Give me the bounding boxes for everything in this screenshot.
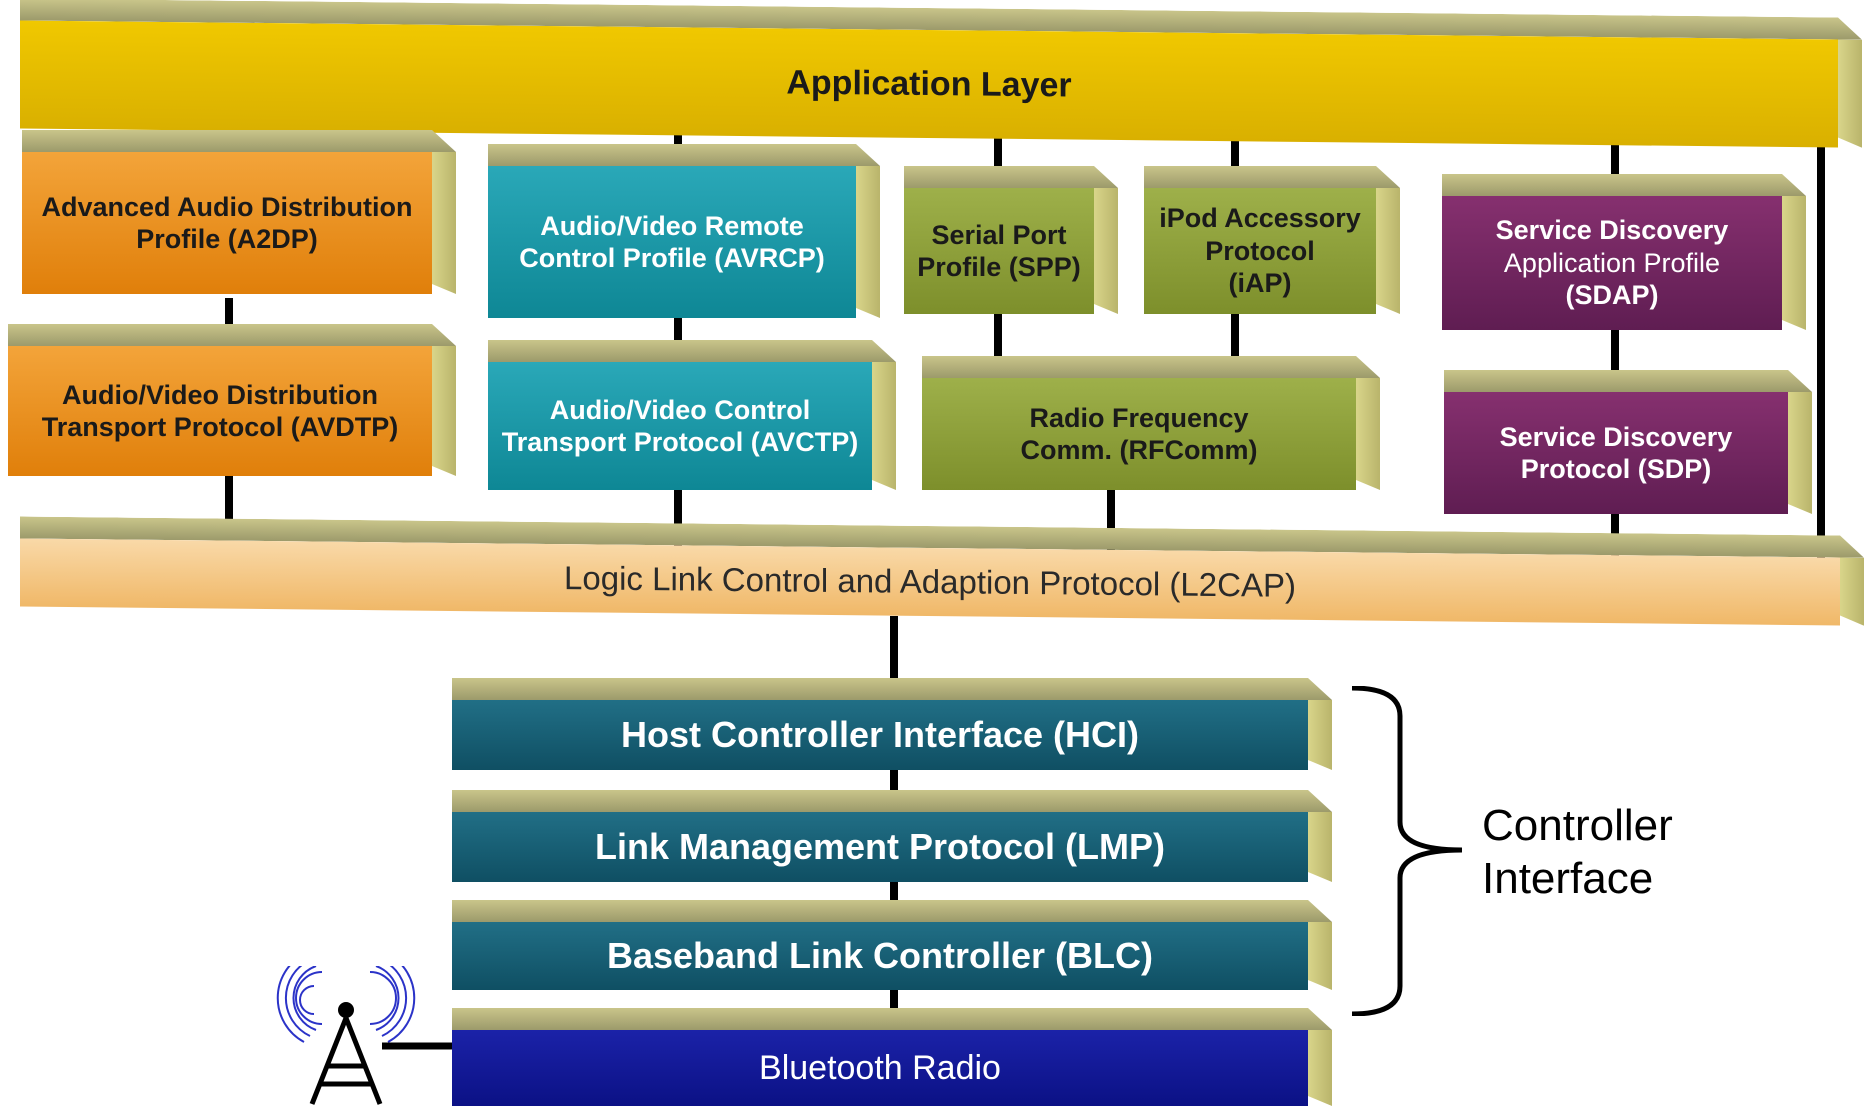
brace-icon: [1351, 686, 1463, 1016]
spp-block: Serial Port Profile (SPP): [904, 188, 1094, 314]
connector: [1817, 138, 1825, 580]
connector: [1611, 330, 1619, 382]
avdtp-label: Audio/Video Distribution: [62, 379, 378, 410]
connector: [994, 122, 1002, 180]
sdp-label: Service Discovery: [1499, 421, 1733, 452]
bluetooth-radio-label: Bluetooth Radio: [759, 1048, 1001, 1087]
connector: [1611, 136, 1619, 188]
sdap-label: Service Discovery: [1495, 215, 1729, 246]
avctp-label: Transport Protocol (AVCTP): [501, 427, 859, 457]
avrcp-label: Control Profile (AVRCP): [519, 243, 825, 273]
controller-interface-label: Controller Interface: [1482, 800, 1673, 906]
controller-interface-line: Controller: [1482, 801, 1673, 850]
connector: [1231, 122, 1239, 180]
a2dp-block: Advanced Audio Distribution Profile (A2D…: [22, 152, 432, 294]
iap-label: iPod Accessory: [1159, 203, 1361, 234]
connector: [225, 476, 233, 534]
connector: [225, 298, 233, 346]
lmp-label: Link Management Protocol (LMP): [594, 826, 1166, 868]
application-layer-label: Application Layer: [786, 63, 1072, 105]
connector: [1107, 490, 1115, 550]
antenna-icon: [276, 966, 452, 1105]
connector: [1231, 314, 1239, 372]
rfcomm-label: Radio Frequency: [1029, 402, 1249, 433]
sdap-block: Service Discovery Application Profile (S…: [1442, 196, 1782, 330]
iap-label: Protocol: [1205, 235, 1315, 266]
rfcomm-label: Comm. (RFComm): [1020, 435, 1258, 465]
avctp-label: Audio/Video Control: [549, 394, 811, 425]
iap-label: (iAP): [1228, 268, 1292, 299]
iap-block: iPod Accessory Protocol (iAP): [1144, 188, 1376, 314]
blc-label: Baseband Link Controller (BLC): [606, 935, 1154, 977]
rfcomm-block: Radio Frequency Comm. (RFComm): [922, 378, 1356, 490]
spp-label: Profile (SPP): [917, 252, 1081, 282]
sdp-label: Protocol (SDP): [1520, 454, 1712, 484]
connector: [674, 490, 682, 548]
blc-block: Baseband Link Controller (BLC): [452, 922, 1308, 990]
avrcp-block: Audio/Video Remote Control Profile (AVRC…: [488, 166, 856, 318]
avctp-block: Audio/Video Control Transport Protocol (…: [488, 362, 872, 490]
hci-block: Host Controller Interface (HCI): [452, 700, 1308, 770]
spp-label: Serial Port: [931, 219, 1067, 250]
bluetooth-radio-block: Bluetooth Radio: [452, 1030, 1308, 1106]
a2dp-label: Advanced Audio Distribution: [41, 191, 413, 222]
connector: [890, 990, 898, 1018]
connector: [890, 770, 898, 802]
l2cap-bar: Logic Link Control and Adaption Protocol…: [20, 538, 1840, 626]
a2dp-label: Profile (A2DP): [136, 224, 318, 254]
controller-interface-line: Interface: [1482, 853, 1654, 903]
sdap-label: Application Profile: [1503, 247, 1721, 278]
sdap-label: (SDAP): [1565, 280, 1659, 311]
connector: [890, 882, 898, 912]
avrcp-label: Audio/Video Remote: [540, 210, 804, 241]
connector: [994, 314, 1002, 358]
connector: [890, 616, 898, 690]
hci-label: Host Controller Interface (HCI): [620, 714, 1140, 756]
sdp-block: Service Discovery Protocol (SDP): [1444, 392, 1788, 514]
avdtp-block: Audio/Video Distribution Transport Proto…: [8, 346, 432, 476]
lmp-block: Link Management Protocol (LMP): [452, 812, 1308, 882]
l2cap-label: Logic Link Control and Adaption Protocol…: [564, 559, 1296, 605]
avdtp-label: Transport Protocol (AVDTP): [41, 412, 399, 442]
application-layer-bar: Application Layer: [20, 20, 1838, 148]
connector: [674, 298, 682, 346]
